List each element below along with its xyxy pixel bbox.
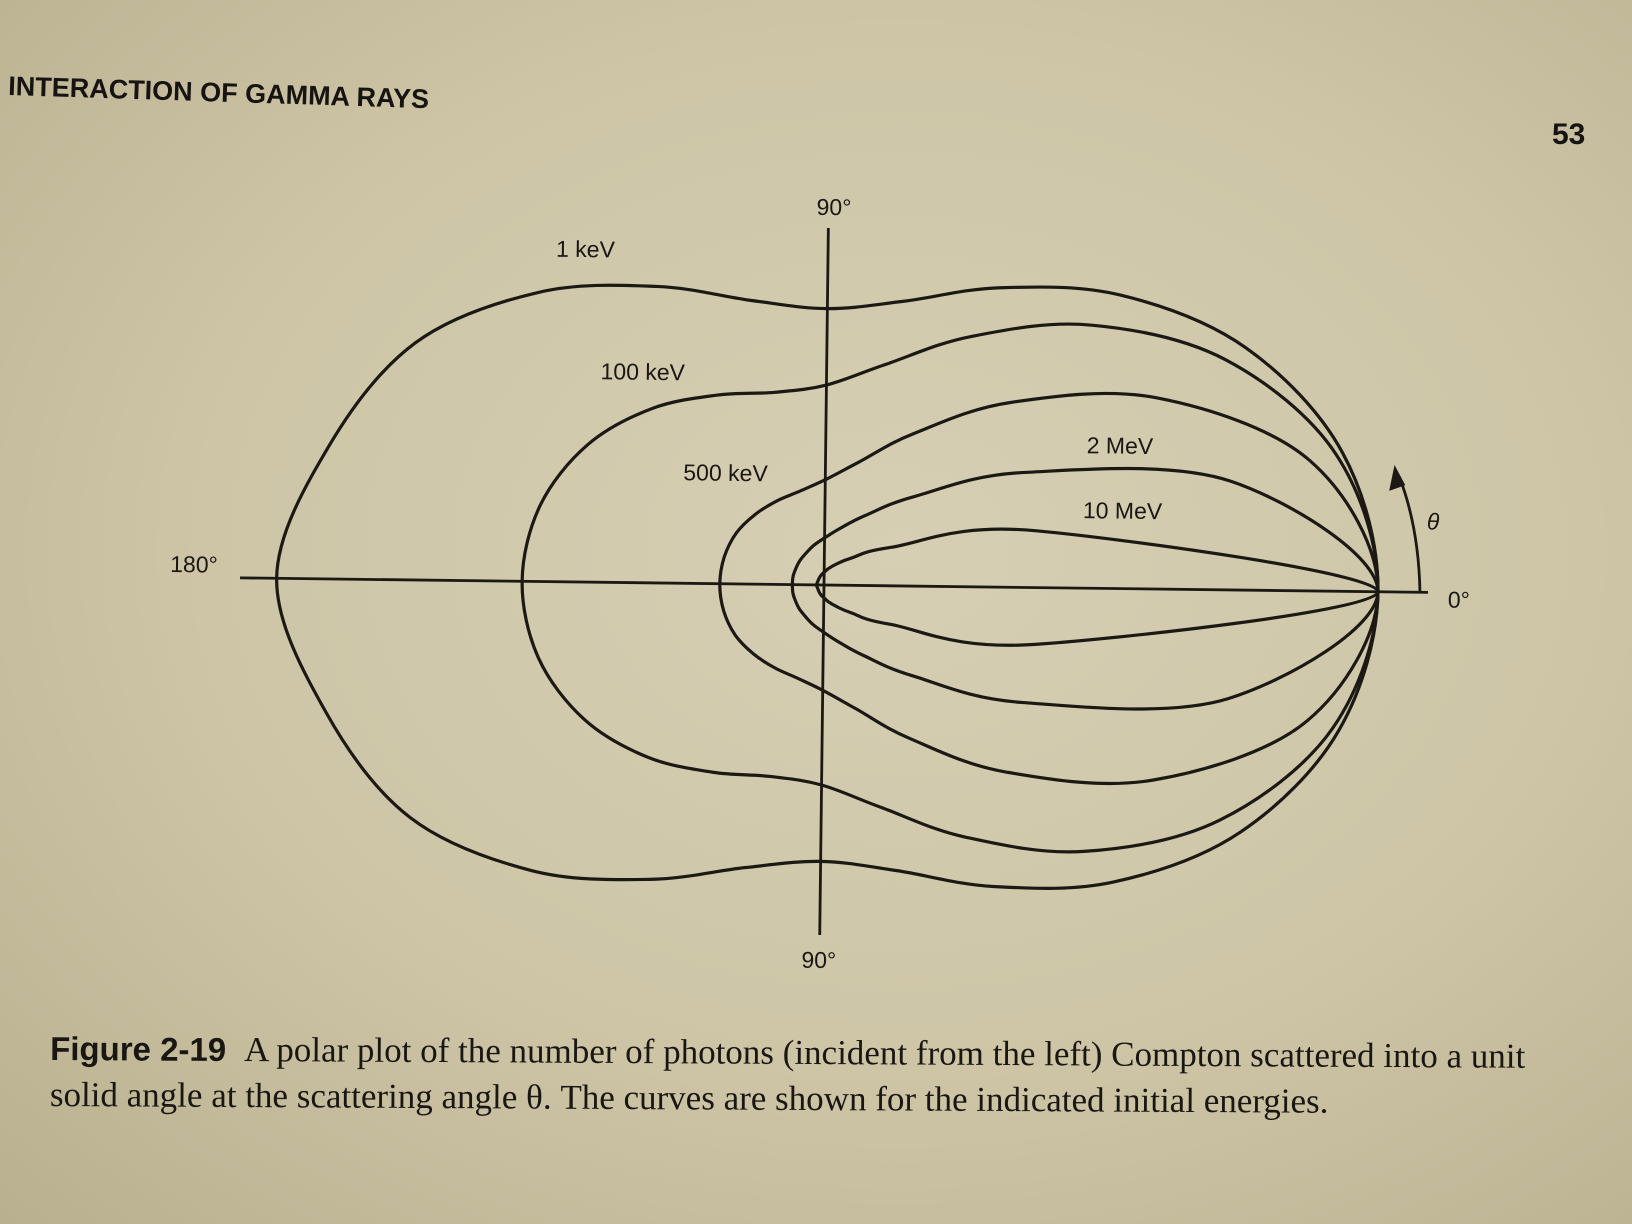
- running-header: INTERACTION OF GAMMA RAYS: [8, 71, 430, 114]
- polar-plot: θ 90° 90° 180° 0° 1 keV 100 keV 500 keV …: [170, 194, 1470, 973]
- angle-label-right: 0°: [1448, 587, 1470, 613]
- series-label-100kev: 100 keV: [600, 358, 685, 385]
- horizontal-axis: [240, 576, 1428, 594]
- theta-label: θ: [1427, 508, 1440, 534]
- series-label-2mev: 2 MeV: [1087, 432, 1154, 459]
- curves-group: [275, 283, 1380, 890]
- curve-100kev: [520, 322, 1380, 854]
- vertical-axis: [818, 228, 830, 935]
- series-label-1kev: 1 keV: [556, 236, 616, 263]
- curve-500kev: [718, 391, 1380, 786]
- curve-1kev: [275, 283, 1380, 890]
- page-number: 53: [1552, 118, 1585, 151]
- curve-10mev: [815, 527, 1380, 647]
- angle-label-bottom: 90°: [801, 947, 836, 973]
- theta-arrowhead-icon: [1389, 464, 1406, 491]
- figure-label: Figure 2-19: [50, 1030, 227, 1068]
- series-label-500kev: 500 keV: [683, 459, 768, 486]
- theta-arc: [1398, 476, 1422, 593]
- angle-label-top: 90°: [816, 194, 851, 220]
- curve-2mev: [790, 466, 1380, 711]
- series-label-10mev: 10 MeV: [1083, 497, 1163, 524]
- caption-text: A polar plot of the number of photons (i…: [49, 1030, 1526, 1121]
- angle-label-left: 180°: [170, 551, 218, 578]
